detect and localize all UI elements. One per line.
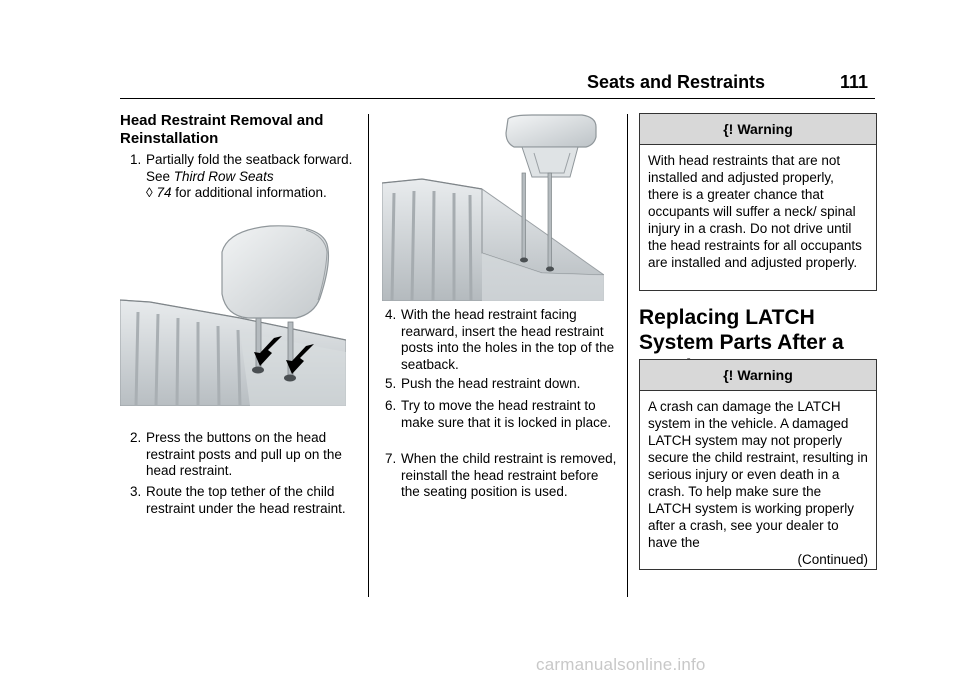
header-rule xyxy=(120,98,875,99)
step-3: 3. Route the top tether of the child res… xyxy=(130,484,358,517)
step-7: 7. When the child restraint is removed, … xyxy=(385,451,617,501)
page-ref-icon: ◊ xyxy=(146,185,153,200)
step-1: 1. Partially fold the seatback forward. … xyxy=(130,152,355,202)
step-text-part: for additional information. xyxy=(171,185,327,200)
step-5: 5. Push the head restraint down. xyxy=(385,376,617,393)
column-divider-2 xyxy=(627,114,628,597)
step-text: Press the buttons on the head restraint … xyxy=(146,430,342,478)
warning-header: {! Warning xyxy=(640,114,876,145)
step-6: 6. Try to move the head restraint to mak… xyxy=(385,398,617,431)
step-text: With the head restraint facing rearward,… xyxy=(401,307,615,372)
cross-reference-link[interactable]: Third Row Seats xyxy=(173,168,274,184)
step-2: 2. Press the buttons on the head restrai… xyxy=(130,430,355,480)
step-number: 3. xyxy=(130,484,142,499)
continued-label: (Continued) xyxy=(797,552,868,567)
step-number: 1. xyxy=(130,152,142,167)
step-text-part: Partially fold the seatback forward. See xyxy=(146,152,353,184)
step-4: 4. With the head restraint facing rearwa… xyxy=(385,307,617,373)
page-number: 111 xyxy=(840,72,869,92)
head-restraint-reinstallation-illustration xyxy=(382,114,604,301)
step-number: 5. xyxy=(385,376,397,391)
step-text: Push the head restraint down. xyxy=(401,376,581,391)
watermark: carmanualsonline.info xyxy=(536,655,706,674)
step-number: 6. xyxy=(385,398,397,413)
warning-text: A crash can damage the LATCH system in t… xyxy=(640,391,876,574)
warning-title: Warning xyxy=(737,121,793,137)
warning-header: {! Warning xyxy=(640,360,876,391)
head-restraint-removal-illustration xyxy=(120,225,346,406)
section-title: Seats and Restraints xyxy=(587,72,766,92)
step-number: 2. xyxy=(130,430,142,445)
warning-icon: {! xyxy=(723,367,734,383)
step-text: Try to move the head restraint to make s… xyxy=(401,398,612,430)
warning-icon: {! xyxy=(723,121,734,137)
warning-box-latch-system: {! Warning A crash can damage the LATCH … xyxy=(639,359,877,570)
step-number: 7. xyxy=(385,451,397,466)
page-ref-number[interactable]: 74 xyxy=(156,185,172,200)
heading-head-restraint-removal: Head Restraint Removal and Reinstallatio… xyxy=(120,112,324,147)
step-text: Route the top tether of the child restra… xyxy=(146,484,346,516)
warning-text: With head restraints that are not instal… xyxy=(648,153,862,270)
warning-text-content: A crash can damage the LATCH system in t… xyxy=(648,399,868,550)
warning-box-head-restraints: {! Warning With head restraints that are… xyxy=(639,113,877,291)
step-number: 4. xyxy=(385,307,397,322)
step-text: When the child restraint is removed, rei… xyxy=(401,451,617,499)
column-divider-1 xyxy=(368,114,369,597)
warning-title: Warning xyxy=(737,367,793,383)
step-text: Partially fold the seatback forward. See… xyxy=(146,152,355,202)
